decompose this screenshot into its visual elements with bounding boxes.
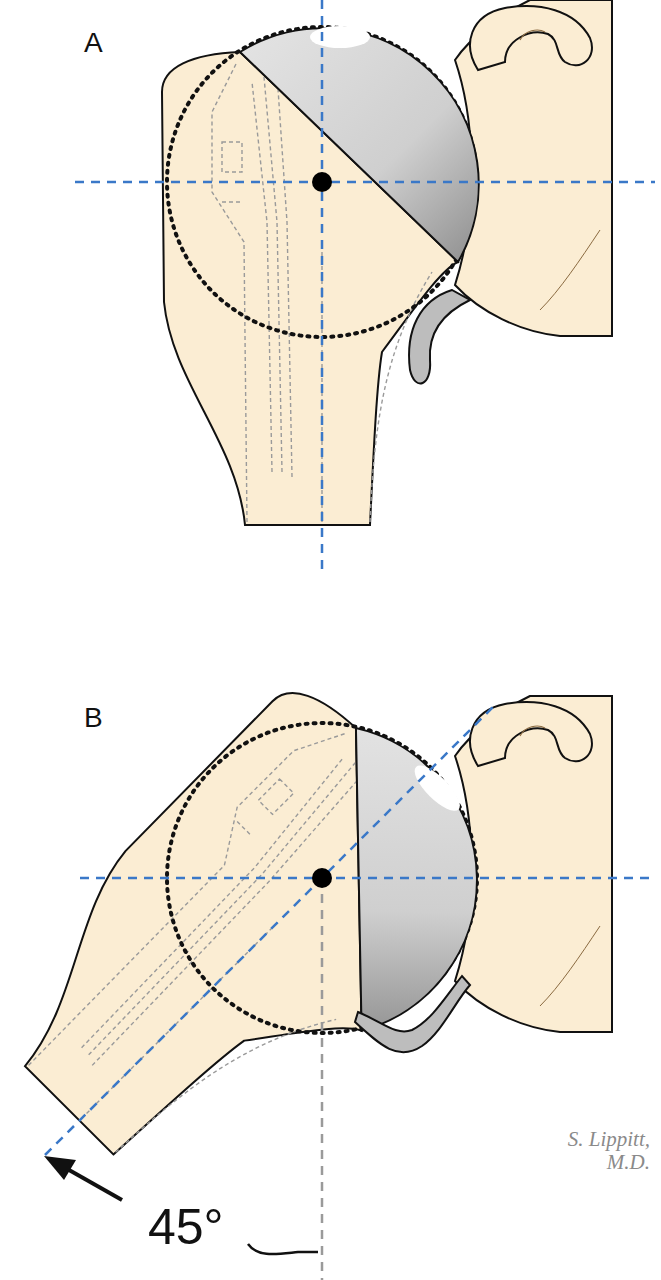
center-point [312,868,332,888]
arrowhead [44,1156,76,1180]
vertical-axis [321,0,324,575]
humerus-with-prosthesis [0,655,543,1232]
panel-label: A [84,28,103,59]
angle-arrow [62,1166,122,1200]
horizontal-axis [75,181,655,184]
horizontal-axis [80,877,655,880]
angle-label: 45° [148,1200,224,1255]
artist-signature: S. Lippitt, M.D. [545,1128,650,1174]
center-point [312,172,332,192]
vertical-reference [321,878,324,1280]
panel-label: B [84,703,103,734]
humeral-axis [45,705,495,1155]
scapula [455,696,612,1032]
angle-bracket [248,1244,318,1254]
humerus-with-prosthesis [162,26,479,525]
joint-capsule [355,976,470,1052]
